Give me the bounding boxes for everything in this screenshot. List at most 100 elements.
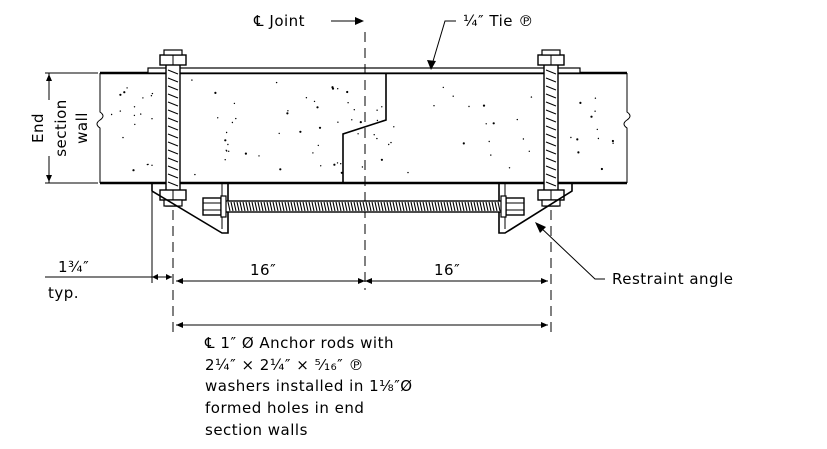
rod-thread [476, 201, 480, 212]
rod-thread [251, 201, 255, 212]
dimension-right-text: 16″ [434, 261, 460, 279]
rod-thread [386, 201, 390, 212]
rod-thread [347, 201, 351, 212]
concrete-speck [146, 163, 149, 166]
concrete-speck [390, 141, 392, 144]
rod-thread [314, 201, 318, 212]
rod-thread [317, 201, 321, 212]
concrete-speck [528, 150, 530, 152]
rod-thread [299, 201, 303, 212]
concrete-speck [594, 97, 597, 99]
rod-thread [350, 201, 354, 212]
concrete-speck [318, 126, 322, 129]
concrete-speck [133, 106, 136, 108]
rod-thread [245, 201, 249, 212]
rod-thread [341, 201, 345, 212]
rod-thread [428, 201, 432, 212]
anchor-note: ℄ 1″ Ø Anchor rods with 2¼″ × 2¼″ × ⁵⁄₁₆… [176, 322, 548, 439]
anchor-note-line2: 2¼″ × 2¼″ × ⁵⁄₁₆″ ℗ [205, 356, 364, 374]
rod-thread [464, 201, 468, 212]
anchor-note-line1: ℄ 1″ Ø Anchor rods with [204, 334, 394, 352]
rod-thread [425, 201, 429, 212]
anchor-note-line3: washers installed in 1⅛″Ø [205, 377, 413, 395]
tie-plate-label: ¼″ Tie ℗ [427, 12, 533, 70]
concrete-speck [235, 117, 237, 120]
rod-thread [275, 201, 279, 212]
rod-thread [443, 201, 447, 212]
concrete-speck [612, 142, 614, 144]
concrete-speck [508, 167, 511, 169]
rod-thread [239, 201, 243, 212]
concrete-speck [346, 90, 349, 94]
edge-distance-dimension: 1¾″ typ. [45, 192, 172, 302]
rod-thread [410, 201, 414, 212]
rod-thread [488, 201, 492, 212]
concrete-speck [214, 91, 217, 94]
concrete-speck [194, 173, 196, 176]
concrete-speck [357, 133, 359, 135]
rod-thread [344, 201, 348, 212]
concrete-speck [228, 150, 230, 152]
rod-thread [470, 201, 474, 212]
rod-thread [461, 201, 465, 212]
rod-thread [329, 201, 333, 212]
concrete-speck [122, 136, 124, 139]
rod-thread [416, 201, 420, 212]
dimension-left-text: 16″ [250, 261, 276, 279]
concrete-speck [577, 151, 580, 154]
concrete-speck [151, 118, 153, 120]
concrete-speck [320, 165, 322, 167]
rod-thread [368, 201, 372, 212]
concrete-speck [490, 154, 492, 156]
left-anchor-rod [159, 49, 187, 207]
rod-thread [278, 201, 282, 212]
rod-thread [296, 201, 300, 212]
concrete-speck [224, 159, 226, 161]
rod-thread [452, 201, 456, 212]
rod-thread [392, 201, 396, 212]
concrete-speck [191, 79, 193, 81]
rod-thread [260, 201, 264, 212]
concrete-speck [388, 143, 390, 146]
concrete-speck [340, 163, 342, 165]
concrete-speck [278, 132, 280, 135]
concrete-speck [433, 105, 435, 107]
rod-thread [371, 201, 375, 212]
joint-line [342, 73, 387, 183]
rod-thread [440, 201, 444, 212]
rod-thread [407, 201, 411, 212]
concrete-speck [376, 137, 378, 140]
concrete-speck [279, 168, 282, 171]
concrete-speck [361, 166, 364, 168]
rod-thread [320, 201, 324, 212]
concrete-speck [576, 138, 579, 141]
rod-thread [284, 201, 288, 212]
concrete-speck [337, 88, 339, 90]
right-anchor-rod [537, 49, 565, 207]
concrete-speck [381, 106, 383, 108]
concrete-speck [313, 100, 316, 103]
concrete-speck [133, 114, 136, 117]
rod-thread [257, 201, 261, 212]
rod-thread [356, 201, 360, 212]
rod-thread [419, 201, 423, 212]
rod-thread [335, 201, 339, 212]
rod-thread [491, 201, 495, 212]
rod-thread [242, 201, 246, 212]
concrete-speck [482, 104, 486, 107]
concrete-stipple [110, 79, 615, 176]
rod-thread [302, 201, 306, 212]
rod-thread [290, 201, 294, 212]
concrete-speck [224, 139, 227, 142]
concrete-speck [151, 92, 154, 95]
concrete-speck [468, 105, 470, 108]
rod-thread [236, 201, 240, 212]
concrete-speck [134, 123, 136, 126]
rod-thread [365, 201, 369, 212]
concrete-speck [376, 109, 378, 111]
concrete-speck [331, 86, 334, 89]
rod-thread [353, 201, 357, 212]
rod-thread [404, 201, 408, 212]
rod-thread [449, 201, 453, 212]
